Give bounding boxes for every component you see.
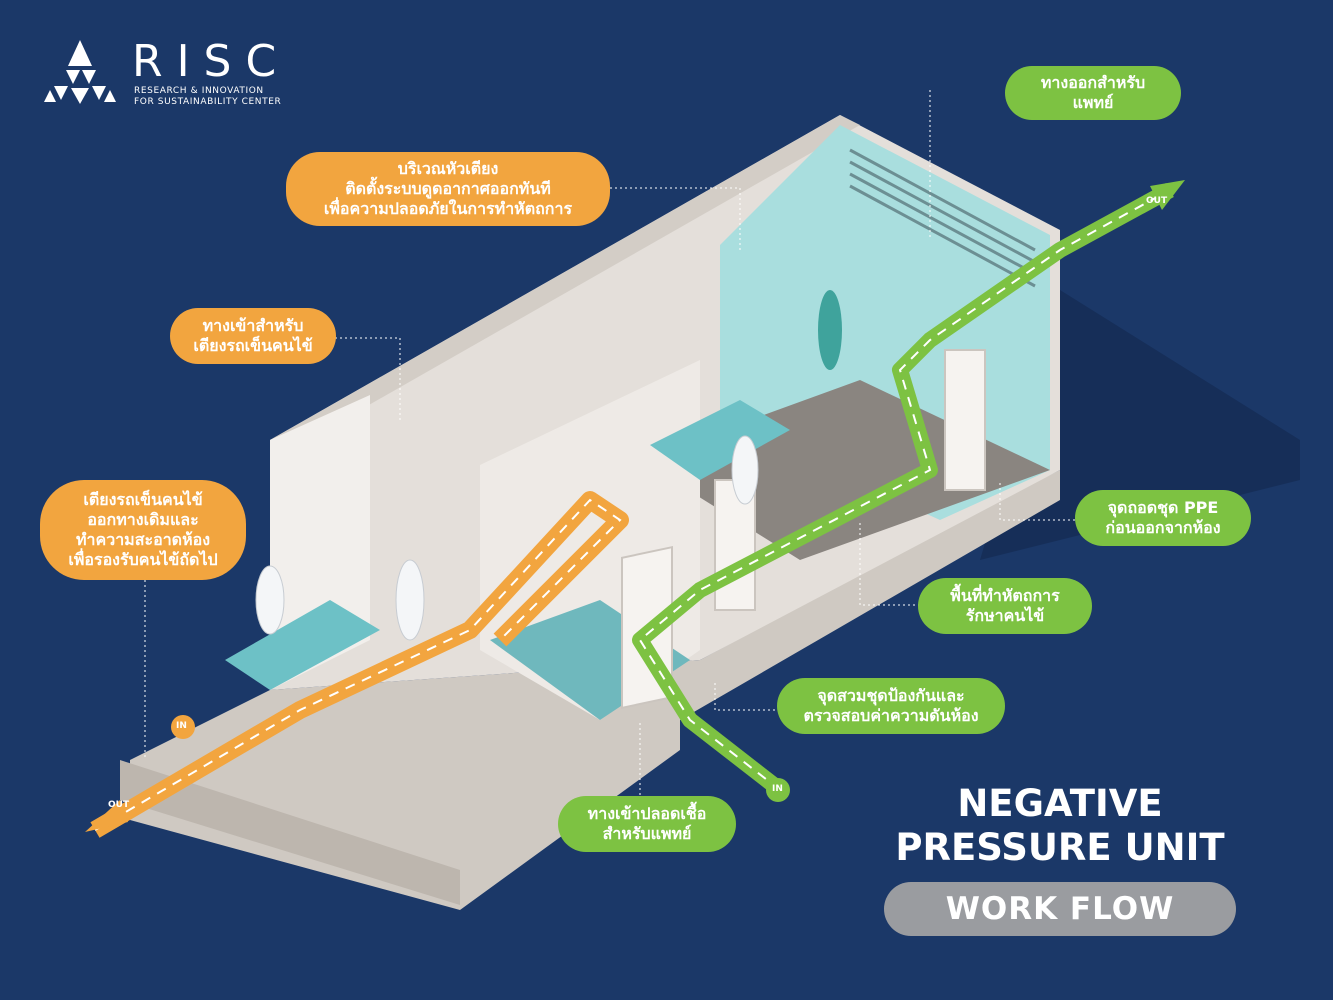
callout-clean-entry: ทางเข้าปลอดเชื้อ สำหรับแพทย์ bbox=[558, 796, 736, 852]
floor-ramp bbox=[120, 760, 460, 905]
callout-text: ทำความสะอาดห้อง bbox=[75, 530, 211, 549]
stretcher-path-dash bbox=[94, 498, 622, 831]
callout-text: เพื่อความปลอดภัยในการทำหัตถการ bbox=[323, 199, 573, 218]
callout-text: จุดถอดชุด PPE bbox=[1107, 498, 1219, 517]
exhaust-vent bbox=[849, 148, 1036, 288]
in-marker-orange bbox=[171, 715, 195, 739]
logo-tagline-1: RESEARCH & INNOVATION bbox=[134, 86, 264, 96]
callout-text: จุดสวมชุดป้องกันและ bbox=[817, 686, 965, 705]
patient-bed bbox=[650, 400, 790, 480]
callout-text: ก่อนออกจากห้อง bbox=[1105, 518, 1221, 537]
risc-logo: RISC RESEARCH & INNOVATION FOR SUSTAINAB… bbox=[40, 38, 310, 108]
callout-text: ทางออกสำหรับ bbox=[1040, 73, 1146, 92]
doctor-figure bbox=[818, 290, 842, 370]
callout-text: เตียงรถเข็นคนไข้ bbox=[83, 490, 203, 509]
risc-mark-icon bbox=[44, 40, 116, 104]
callout-text: ทางเข้าสำหรับ bbox=[202, 316, 304, 335]
title-line-2: PRESSURE UNIT bbox=[895, 826, 1225, 869]
callout-treatment-area: พื้นที่ทำหัตถการ รักษาคนไข้ bbox=[918, 578, 1092, 634]
out-arrowhead-right bbox=[1150, 180, 1185, 210]
out-label-left: OUT bbox=[108, 800, 130, 810]
callout-text: ตรวจสอบค่าความดันห้อง bbox=[803, 706, 979, 725]
callout-text: สำหรับแพทย์ bbox=[602, 824, 692, 843]
callout-text: แพทย์ bbox=[1072, 93, 1114, 112]
callout-text: รักษาคนไข้ bbox=[965, 606, 1045, 625]
callout-text: ออกทางเดิมและ bbox=[87, 510, 199, 529]
in-label-orange: IN bbox=[176, 721, 187, 731]
stretcher bbox=[225, 600, 380, 690]
out-arrowhead-left bbox=[85, 800, 128, 832]
callout-text: ทางเข้าปลอดเชื้อ bbox=[587, 804, 707, 823]
callout-stretcher-exit-clean: เตียงรถเข็นคนไข้ ออกทางเดิมและ ทำความสะอ… bbox=[40, 480, 246, 580]
callout-text: บริเวณหัวเตียง bbox=[397, 159, 499, 178]
in-label-green: IN bbox=[772, 784, 783, 794]
logo-tagline-2: FOR SUSTAINABILITY CENTER bbox=[134, 97, 282, 107]
logo-wordmark: RISC bbox=[132, 36, 291, 87]
title-line-1: NEGATIVE bbox=[957, 782, 1163, 825]
callout-text: พื้นที่ทำหัตถการ bbox=[950, 586, 1060, 605]
workflow-badge: WORK FLOW bbox=[884, 882, 1236, 936]
out-label-right: OUT bbox=[1146, 196, 1168, 206]
callout-text: เพื่อรองรับคนไข้ถัดไป bbox=[68, 550, 218, 569]
callout-text: ติดตั้งระบบดูดอากาศออกทันที bbox=[345, 179, 551, 198]
doctor-path-dash bbox=[638, 189, 1171, 791]
callout-ppe-removal: จุดถอดชุด PPE ก่อนออกจากห้อง bbox=[1075, 490, 1251, 546]
callout-gowning-point: จุดสวมชุดป้องกันและ ตรวจสอบค่าความดันห้อ… bbox=[777, 678, 1005, 734]
callout-doctor-exit: ทางออกสำหรับ แพทย์ bbox=[1005, 66, 1181, 120]
callout-stretcher-entry: ทางเข้าสำหรับ เตียงรถเข็นคนไข้ bbox=[170, 308, 336, 364]
in-marker-green bbox=[766, 778, 790, 802]
staff-figures bbox=[255, 435, 759, 641]
ppe-door bbox=[944, 349, 986, 491]
callout-bed-head-exhaust: บริเวณหัวเตียง ติดตั้งระบบดูดอากาศออกทัน… bbox=[286, 152, 610, 226]
callout-text: เตียงรถเข็นคนไข้ bbox=[193, 336, 313, 355]
roof-edge bbox=[270, 115, 860, 450]
